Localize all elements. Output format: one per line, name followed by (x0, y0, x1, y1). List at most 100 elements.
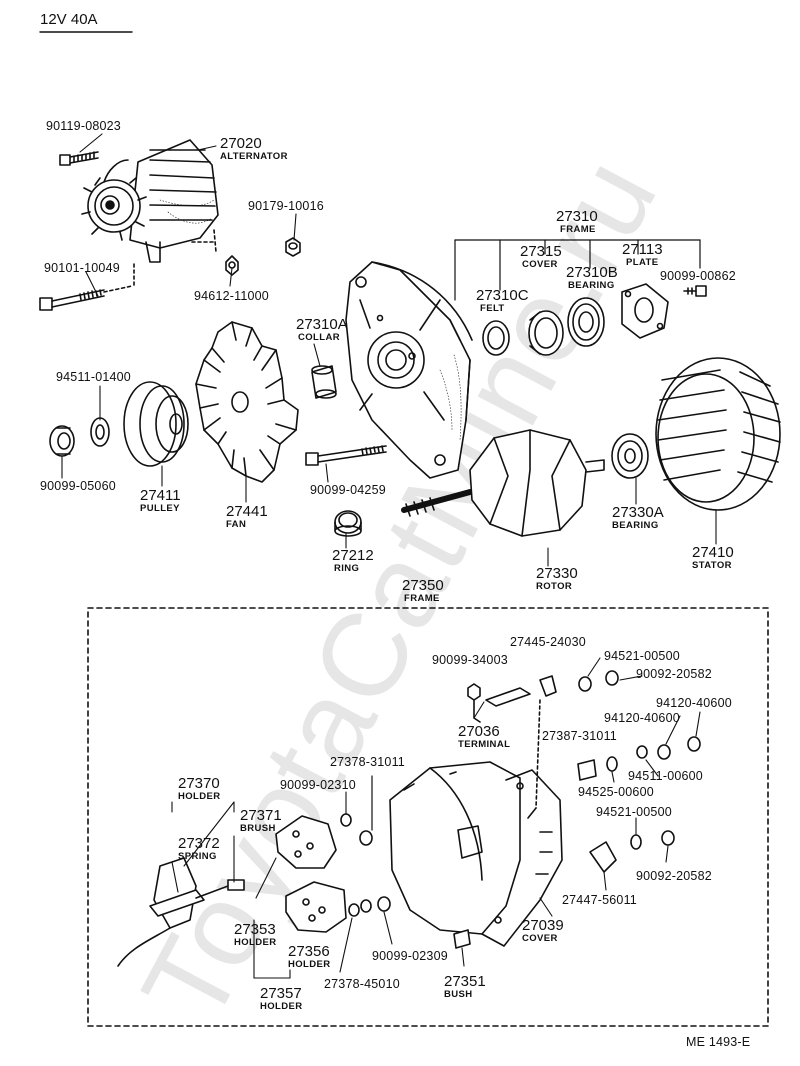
part-number: 27351 (444, 973, 486, 990)
part-name: SPRING (178, 851, 217, 862)
part-number: 27330A (612, 504, 664, 521)
part-name: PULLEY (140, 503, 180, 514)
part-name: BEARING (568, 280, 615, 291)
terminal-assembly (467, 675, 557, 819)
part-number: 27357 (260, 985, 302, 1002)
part-number: 94120-40600 (604, 711, 680, 725)
fan-27441 (195, 321, 299, 483)
part-number: 27310B (566, 264, 618, 281)
part-number: 27310 (556, 208, 598, 225)
part-number: 94120-40600 (656, 696, 732, 710)
part-number: 27315 (520, 243, 562, 260)
figure-reference: ME 1493-E (686, 1035, 751, 1049)
part-name: FELT (480, 303, 505, 314)
part-number: 90119-08023 (46, 119, 121, 133)
part-number: 27370 (178, 775, 220, 792)
part-number: 27350 (402, 577, 444, 594)
rectifier-holders (275, 815, 347, 933)
brush-holder-27370 (117, 857, 245, 967)
part-number: 27330 (536, 565, 578, 582)
hardware-center (340, 775, 391, 917)
nut-94612-11000 (225, 255, 239, 276)
part-name: PLATE (626, 257, 659, 268)
part-name: HOLDER (260, 1001, 303, 1012)
stator-27410 (655, 357, 781, 511)
part-number: 27113 (622, 241, 663, 258)
bolt-90101-10049 (39, 285, 133, 311)
part-number: 90099-02310 (280, 778, 356, 792)
part-number: 27353 (234, 921, 276, 938)
part-number: 27039 (522, 917, 564, 934)
part-number: 27387-31011 (542, 729, 617, 743)
part-number: 27020 (220, 135, 262, 152)
part-number: 27441 (226, 503, 268, 520)
part-number: 27310A (296, 316, 348, 333)
part-number: 90179-10016 (248, 199, 324, 213)
part-number: 90101-10049 (44, 261, 120, 275)
part-name: BRUSH (240, 823, 276, 834)
part-number: 94511-00600 (628, 769, 703, 783)
part-name: COLLAR (298, 332, 340, 343)
part-number: 27371 (240, 807, 282, 824)
frame-group-bracket (454, 239, 701, 301)
alternator-assembly (81, 139, 219, 287)
nut-90099-05060 (49, 425, 75, 457)
part-name: ALTERNATOR (220, 151, 288, 162)
part-name: RING (334, 563, 360, 574)
collar-27310A (311, 365, 337, 399)
part-number: 27378-31011 (330, 755, 405, 769)
drive-end-frame (345, 261, 473, 479)
part-name: TERMINAL (458, 739, 511, 750)
part-number: 27372 (178, 835, 220, 852)
bolt-90099-04259 (305, 445, 387, 466)
pulley-27411 (123, 381, 189, 467)
part-number: 90092-20582 (636, 667, 712, 681)
part-number: 94612-11000 (194, 289, 269, 303)
hardware-right-column (577, 670, 701, 873)
spec-label: 12V 40A (40, 11, 98, 28)
part-number: 90092-20582 (636, 869, 712, 883)
cover-27315 (528, 310, 564, 356)
part-name: FRAME (560, 224, 596, 235)
part-name: HOLDER (178, 791, 221, 802)
screw-90099-00862 (683, 285, 707, 297)
part-number: 90099-02309 (372, 949, 448, 963)
nut-90179-10016 (285, 237, 301, 257)
plate-27113 (621, 283, 669, 339)
part-name: COVER (522, 933, 558, 944)
part-number: 27411 (140, 487, 181, 504)
rear-frame-27039 (389, 761, 563, 947)
washer-94511-01400 (90, 417, 110, 447)
part-number: 94521-00500 (604, 649, 680, 663)
part-name: BEARING (612, 520, 659, 531)
part-number: 27447-56011 (562, 893, 637, 907)
bolt-90119-08023 (59, 151, 99, 166)
part-number: 27036 (458, 723, 500, 740)
part-number: 94521-00500 (596, 805, 672, 819)
part-number: 90099-34003 (432, 653, 508, 667)
part-name: FAN (226, 519, 247, 530)
part-number: 94511-01400 (56, 370, 131, 384)
bush-27351 (453, 929, 471, 949)
part-number: 90099-00862 (660, 269, 736, 283)
part-name: ROTOR (536, 581, 573, 592)
part-name: FRAME (404, 593, 440, 604)
rotor-27330 (401, 429, 605, 537)
bearing-27330A (611, 433, 649, 479)
part-number: 90099-04259 (310, 483, 386, 497)
part-number: 90099-05060 (40, 479, 116, 493)
part-name: BUSH (444, 989, 473, 1000)
ring-27212 (334, 510, 362, 537)
part-number: 27310C (476, 287, 529, 304)
part-name: STATOR (692, 560, 732, 571)
part-number: 27445-24030 (510, 635, 586, 649)
part-name: HOLDER (234, 937, 277, 948)
part-name: COVER (522, 259, 558, 270)
part-name: HOLDER (288, 959, 331, 970)
leader-lines (61, 133, 717, 979)
part-number: 94525-00600 (578, 785, 654, 799)
felt-27310C (482, 320, 510, 356)
part-number: 27212 (332, 547, 374, 564)
